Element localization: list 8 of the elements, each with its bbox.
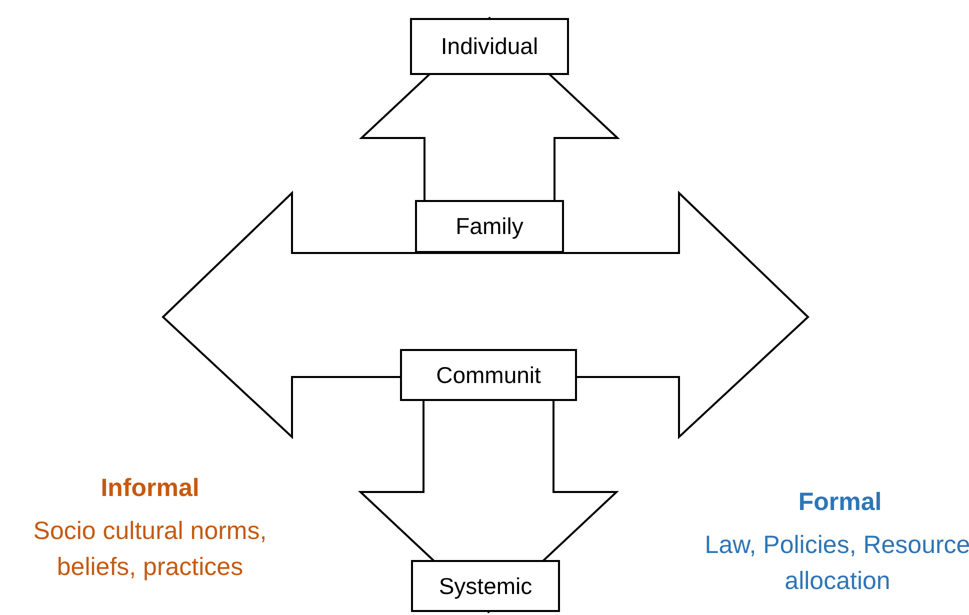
level-box: Family [415,200,564,253]
category-description: Socio cultural norms, beliefs, practices [32,516,268,584]
level-box: Systemic [411,560,560,612]
category-heading: Formal [797,487,883,518]
category-heading: Informal [100,473,200,504]
level-box: Communit [400,349,577,401]
category-description: Law, Policies, Resource allocation [704,530,969,598]
level-box: Individual [410,18,569,75]
